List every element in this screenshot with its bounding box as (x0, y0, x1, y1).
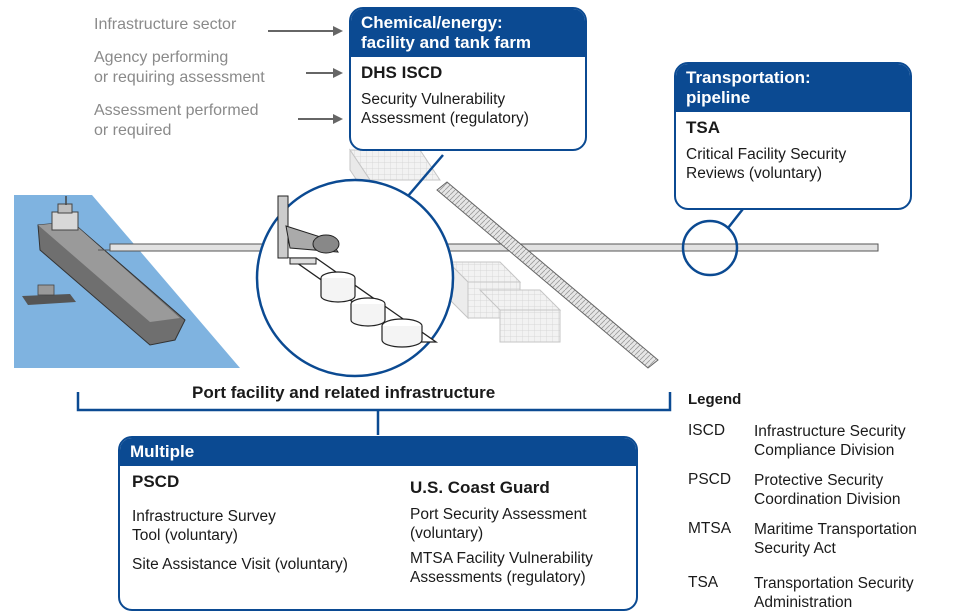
legend-definition: Protective Security Coordination Divisio… (754, 471, 900, 509)
pscd-column: PSCD Infrastructure Survey Tool (volunta… (132, 472, 387, 574)
port-facility-label: Port facility and related infrastructure (192, 383, 496, 402)
pipeline-title-line1: Transportation: (686, 68, 811, 87)
legend-abbr: ISCD (688, 422, 726, 439)
pscd-assessment2: Site Assistance Visit (voluntary) (132, 556, 348, 573)
key-assessment-line2: or required (94, 122, 172, 139)
storage-buildings-icon (349, 148, 562, 343)
legend-abbr: MTSA (688, 520, 732, 537)
pscd-assessment1-line1: Infrastructure Survey (132, 508, 276, 525)
tanker-ship-icon (37, 196, 186, 346)
legend-abbr: PSCD (688, 471, 732, 488)
legend-def-line2: Compliance Division (754, 442, 895, 459)
pipeline-assessment-line1: Critical Facility Security (686, 146, 847, 163)
legend-def-line1: Protective Security (754, 472, 884, 489)
key-sector-label: Infrastructure sector (94, 16, 237, 33)
uscg-assessment1-line2: (voluntary) (410, 525, 484, 542)
chemical-callout-line (407, 154, 444, 197)
chemical-title-line2: facility and tank farm (361, 33, 532, 52)
chemical-agency: DHS ISCD (361, 63, 443, 82)
multiple-title: Multiple (120, 438, 636, 466)
chemical-energy-box: Chemical/energy: facility and tank farm … (349, 7, 587, 151)
uscg-agency: U.S. Coast Guard (410, 478, 550, 497)
legend-definition: Maritime Transportation Security Act (754, 520, 917, 558)
pipeline-title-line2: pipeline (686, 88, 751, 107)
tugboat-icon (22, 284, 76, 305)
pscd-assessment1-line2: Tool (voluntary) (132, 527, 238, 544)
legend-def-line2: Administration (754, 594, 853, 611)
multiple-box: Multiple PSCD Infrastructure Survey Tool… (118, 436, 638, 611)
legend-abbr: TSA (688, 574, 719, 591)
chemical-assessment-line1: Security Vulnerability (361, 91, 506, 108)
legend-title: Legend (688, 391, 742, 408)
chemical-energy-title: Chemical/energy: facility and tank farm (351, 9, 585, 57)
legend-def-line1: Transportation Security (754, 575, 914, 592)
pipeline-title: Transportation: pipeline (676, 64, 910, 112)
key-agency-line1: Agency performing (94, 49, 229, 66)
pipeline-agency: TSA (686, 118, 720, 137)
key-arrows (268, 26, 343, 124)
legend-definition: Infrastructure Security Compliance Divis… (754, 422, 906, 460)
key-agency-label: Agency performing or requiring assessmen… (94, 48, 265, 88)
uscg-assessment2-line1: MTSA Facility Vulnerability (410, 550, 593, 567)
pscd-agency: PSCD (132, 472, 180, 491)
legend-definition: Transportation Security Administration (754, 574, 914, 612)
chemical-title-line1: Chemical/energy: (361, 13, 503, 32)
diagonal-conveyor (436, 181, 659, 369)
key-agency-line2: or requiring assessment (94, 69, 265, 86)
pipeline-line (98, 243, 879, 252)
uscg-assessment1-line1: Port Security Assessment (410, 506, 587, 523)
pipeline-assessment-line2: Reviews (voluntary) (686, 165, 823, 182)
legend-def-line2: Coordination Division (754, 491, 901, 508)
tank-farm-icon (277, 195, 439, 348)
uscg-column: U.S. Coast Guard Port Security Assessmen… (410, 478, 635, 587)
pipeline-box: Transportation: pipeline TSA Critical Fa… (674, 62, 912, 210)
port-bracket (76, 392, 672, 435)
key-assessment-line1: Assessment performed (94, 102, 259, 119)
uscg-assessment2-line2: Assessments (regulatory) (410, 569, 586, 586)
legend-def-line1: Infrastructure Security (754, 423, 906, 440)
chemical-assessment-line2: Assessment (regulatory) (361, 110, 529, 127)
legend-def-line1: Maritime Transportation (754, 521, 917, 538)
pipeline-circle (681, 219, 739, 277)
key-assessment-label: Assessment performed or required (94, 101, 259, 141)
legend-def-line2: Security Act (754, 540, 836, 557)
